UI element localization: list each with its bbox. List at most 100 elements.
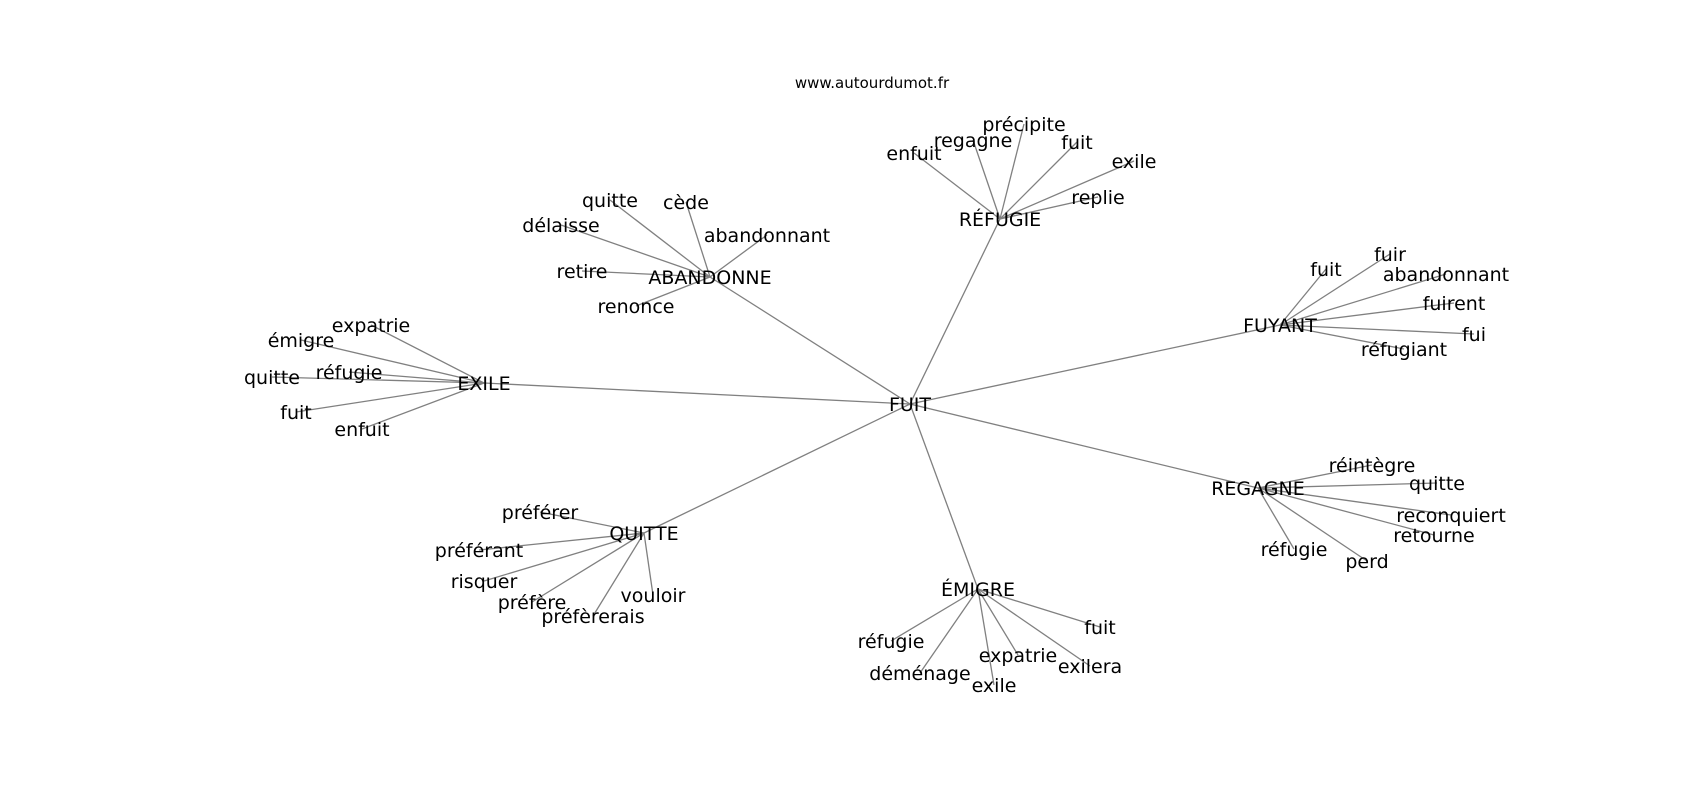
edge-group-to-leaf (977, 588, 1101, 628)
edge-group-to-leaf (1279, 273, 1447, 326)
leaf-node-label: exile (1112, 151, 1157, 173)
edge-group-to-leaf (271, 376, 485, 384)
edge-group-to-leaf (539, 511, 645, 534)
leaf-node-label: abandonnant (704, 225, 830, 247)
group-node-label: FUYANT (1243, 315, 1317, 337)
leaf-node-label: délaisse (522, 215, 599, 237)
leaf-node-label: fuit (280, 402, 311, 424)
leaf-node-label: expatrie (979, 645, 1058, 667)
leaf-node-label: déménage (869, 663, 970, 685)
edge-group-to-leaf (709, 234, 768, 278)
leaf-node-label: fuir (1374, 244, 1406, 266)
group-node-label: ABANDONNE (648, 267, 771, 289)
leaf-node-label: enfuit (334, 419, 389, 441)
edge-group-to-leaf (1279, 324, 1405, 350)
edge-group-to-leaf (483, 532, 645, 582)
leaf-node-label: précipite (982, 114, 1065, 136)
leaf-node-label: fuirent (1423, 293, 1486, 315)
leaf-node-label: exile (972, 675, 1017, 697)
leaf-node-label: vouloir (621, 585, 686, 607)
leaf-node-label: quitte (582, 190, 638, 212)
edge-group-to-leaf (1279, 253, 1391, 326)
edge-group-to-leaf (1257, 487, 1368, 562)
edge-group-to-leaf (1279, 268, 1327, 326)
edge-group-to-leaf (1257, 487, 1435, 536)
leaf-node-label: abandonnant (1383, 264, 1509, 286)
edge-group-to-leaf (999, 123, 1025, 220)
edge-group-to-leaf (348, 371, 485, 384)
edge-root-to-group (483, 382, 911, 405)
leaf-node-label: quitte (1409, 473, 1465, 495)
leaf-node-label: retire (557, 261, 608, 283)
edge-group-to-leaf (370, 324, 485, 384)
leaf-node-label: retourne (1393, 525, 1474, 547)
edge-group-to-leaf (999, 160, 1135, 220)
edge-group-to-leaf (1279, 302, 1455, 326)
edge-root-to-group (909, 324, 1281, 405)
edge-group-to-leaf (685, 201, 711, 278)
group-node-label: RÉFUGIE (959, 208, 1041, 231)
edge-group-to-leaf (592, 532, 645, 617)
leaf-node-label: fuit (1310, 259, 1341, 281)
leaf-node-label: réintègre (1329, 455, 1416, 477)
edge-group-to-leaf (999, 141, 1078, 220)
leaf-node-label: exilera (1058, 656, 1122, 678)
group-node-label: QUITTE (609, 523, 678, 545)
leaf-node-label: regagne (934, 130, 1013, 152)
leaf-node-label: préférant (435, 540, 523, 562)
edge-group-to-leaf (478, 532, 645, 551)
edge-root-to-group (909, 403, 1259, 489)
group-node-label: EXILE (457, 373, 510, 395)
edge-group-to-leaf (977, 588, 995, 686)
edge-group-to-leaf (295, 382, 485, 413)
edge-group-to-leaf (609, 199, 711, 278)
edge-group-to-leaf (913, 152, 1001, 220)
edge-group-to-leaf (1257, 464, 1373, 489)
edge-group-to-leaf (531, 532, 645, 603)
leaf-node-label: expatrie (332, 315, 411, 337)
leaf-node-label: préférer (502, 502, 579, 524)
edge-root-to-group (643, 403, 911, 534)
leaf-node-label: préfère (498, 592, 567, 614)
edge-group-to-leaf (1257, 487, 1452, 516)
edge-group-to-leaf (1257, 482, 1438, 489)
edge-group-to-leaf (560, 224, 711, 278)
edge-group-to-leaf (977, 588, 1091, 667)
edge-group-to-leaf (999, 196, 1099, 220)
edge-group-to-leaf (972, 139, 1001, 220)
leaf-node-label: fuit (1084, 617, 1115, 639)
edge-group-to-leaf (361, 382, 485, 430)
edge-root-to-group (709, 276, 911, 405)
edge-group-to-leaf (919, 588, 979, 674)
leaf-node-label: cède (663, 192, 709, 214)
leaf-node-label: fui (1462, 324, 1486, 346)
leaf-node-label: préfèrerais (541, 606, 644, 628)
leaf-node-label: réfugiant (1361, 339, 1447, 361)
group-node-label: ÉMIGRE (941, 578, 1015, 601)
edge-group-to-leaf (977, 588, 1019, 656)
leaf-node-label: émigre (268, 330, 335, 352)
edge-group-to-leaf (890, 588, 979, 642)
leaf-node-label: replie (1071, 187, 1124, 209)
edge-group-to-leaf (643, 532, 654, 596)
edge-group-to-leaf (581, 270, 711, 278)
leaf-node-label: perd (1345, 551, 1388, 573)
leaf-node-label: enfuit (886, 143, 941, 165)
leaf-node-label: réfugie (316, 362, 383, 384)
group-node-label: REGAGNE (1211, 478, 1305, 500)
leaf-node-label: quitte (244, 367, 300, 389)
graph-edges (271, 123, 1475, 686)
leaf-node-label: reconquiert (1396, 505, 1506, 527)
edge-group-to-leaf (300, 339, 485, 384)
edge-group-to-leaf (1257, 487, 1295, 550)
leaf-node-label: risquer (451, 571, 518, 593)
edge-root-to-group (909, 403, 979, 590)
leaf-node-label: fuit (1061, 132, 1092, 154)
leaf-node-label: réfugie (1261, 539, 1328, 561)
leaf-node-label: réfugie (858, 631, 925, 653)
edge-group-to-leaf (1279, 324, 1475, 335)
edge-root-to-group (909, 218, 1001, 405)
graph-labels: FUITRÉFUGIEenfuitregagneprécipitefuitexi… (244, 114, 1509, 697)
edge-group-to-leaf (635, 276, 711, 307)
